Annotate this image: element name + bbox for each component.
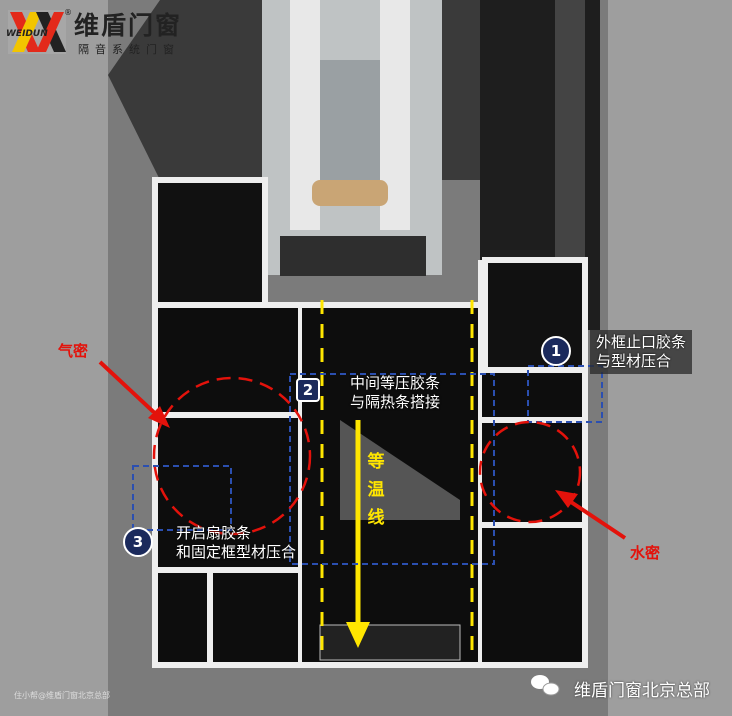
brand-name-en: WEIDUN [6,29,48,39]
air-seal-arrow [98,360,162,420]
foam-seal [280,236,426,276]
watermark: 住小帮@维盾门窗北京总部 [14,691,110,700]
brand-tagline: 隔音系统门窗 [78,43,180,56]
isotherm-label: 等 温 线 [367,452,385,528]
registered-mark: ® [64,8,72,17]
air-seal-circle [152,376,312,536]
wechat-icon [531,675,560,696]
callout-1-text: 外框止口胶条 与型材压合 [590,330,693,374]
water-seal-circle [478,420,582,524]
desiccant [312,180,388,206]
callout-2-text: 中间等压胶条 与隔热条搭接 [350,374,441,411]
callout-3-text: 开启扇胶条 和固定框型材压合 [176,524,297,561]
water-seal-arrow [563,496,627,540]
thermal-break [340,420,460,520]
callout-2-badge: 2 [296,378,320,402]
water-tight-label: 水密 [630,544,661,562]
weidun-logo-mark [8,10,66,54]
callout-3-badge: 3 [123,527,153,557]
footer-brand: 维盾门窗北京总部 [574,681,710,701]
callout-1-badge: 1 [541,336,571,366]
spacer-bar [320,60,380,190]
air-tight-label: 气密 [58,342,89,360]
brand-name-cn: 维盾门窗 [74,11,183,40]
